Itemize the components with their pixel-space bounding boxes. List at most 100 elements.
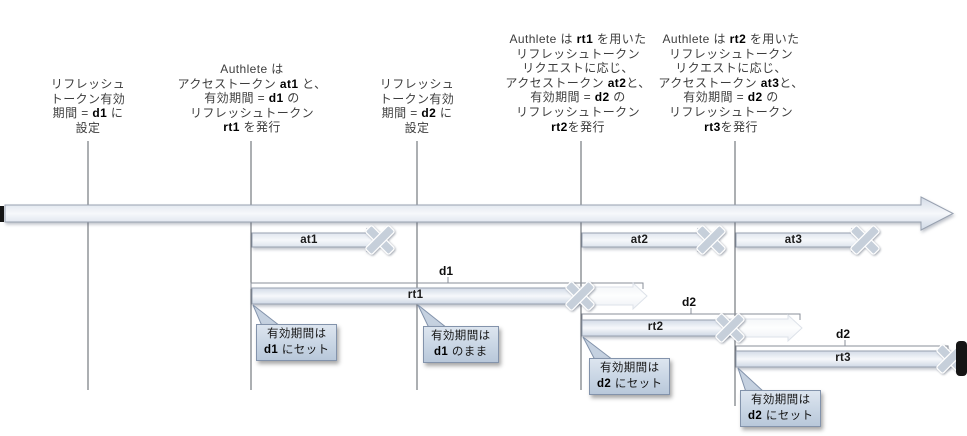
text-line: アクセストークン at3と、 <box>658 76 803 91</box>
label-text: を発行 <box>720 119 758 134</box>
duration-bracket-rt1 <box>250 277 644 289</box>
token-name: rt2 <box>729 32 747 46</box>
label-text: と、 <box>298 76 327 91</box>
token-name: d2 <box>421 106 437 121</box>
label-text: リフレッシュトークン <box>515 104 640 119</box>
label-text: の <box>609 90 626 105</box>
xmark-arm <box>565 281 595 311</box>
token-name: rt3 <box>704 119 721 134</box>
token-name: d1 <box>92 106 108 121</box>
token-name: at2 <box>607 75 627 90</box>
text-line: 有効期間は <box>431 329 491 345</box>
text-line: 有効期間 = d2 の <box>505 90 650 105</box>
label-text: Authlete は <box>662 32 730 46</box>
text-line: トークン有効 <box>380 92 454 107</box>
label-text: を用いた <box>593 32 647 46</box>
text-line: 有効期間は <box>597 361 662 377</box>
callout-pointer-rt2-set-d2 <box>582 336 615 361</box>
bars-group <box>0 196 955 368</box>
token-name: rt2 <box>551 119 568 134</box>
text-line: 設定 <box>380 121 454 136</box>
xmark-arm <box>850 225 880 255</box>
text-line: リフレッシュ <box>380 77 454 92</box>
text-line: d1 にセット <box>264 343 329 359</box>
text-line: Authlete は <box>178 62 327 77</box>
label-text: 設定 <box>404 120 430 135</box>
text-line: Authlete は rt1 を用いた <box>505 32 650 47</box>
label-text: 有効期間は <box>599 362 660 374</box>
label-text: トークン有効 <box>379 91 455 106</box>
label-text: を用いた <box>746 32 800 46</box>
right-edge-fragment <box>956 341 967 376</box>
label-text: 有効期間 = <box>683 90 748 105</box>
text-line: d2 にセット <box>748 409 813 425</box>
text-line: rt1 を発行 <box>178 120 327 135</box>
text-line: 期間 = d1 に <box>51 106 125 121</box>
xmark-arm <box>365 225 395 255</box>
label-text: リフレッシュ <box>379 77 455 91</box>
text-line: アクセストークン at1 と、 <box>178 77 327 92</box>
token-name: d2 <box>597 377 612 390</box>
rt2-bar-label: rt2 <box>647 321 664 333</box>
label-text: に <box>107 106 124 121</box>
text-line: リフレッシュトークン <box>178 106 327 121</box>
label-text: にセット <box>611 377 663 390</box>
label-text: 有効期間 = <box>204 91 269 106</box>
annotation-issue-at3-rt3: Authlete は rt2 を用いたリフレッシュトークンリクエストに応じ、アク… <box>658 32 803 134</box>
callout-pointer-rt3-set-d2 <box>737 367 766 393</box>
duration-bracket-rt3 <box>735 340 949 352</box>
label-text: トークン有効 <box>50 91 126 106</box>
token-name: d1 <box>433 345 449 358</box>
callout-pointer-rt1-set-d1 <box>252 304 282 327</box>
xmark-at2 <box>696 225 726 255</box>
left-edge-fragment <box>0 206 4 222</box>
text-line: リフレッシュトークン <box>658 105 803 120</box>
text-line: 有効期間 = d1 の <box>178 91 327 106</box>
token-name: d1 <box>264 343 279 356</box>
token-name: at1 <box>279 76 299 91</box>
annotation-issue-at2-rt2: Authlete は rt1 を用いたリフレッシュトークンリクエストに応じ、アク… <box>505 32 650 134</box>
text-line: リフレッシュトークン <box>505 47 650 62</box>
label-text: アクセストークン <box>505 75 608 90</box>
label-text: Authlete は <box>509 32 577 46</box>
label-text: の <box>762 90 779 105</box>
xmark-rt2 <box>715 313 745 343</box>
text-line: d1 のまま <box>431 345 491 361</box>
label-text: リフレッシュトークン <box>189 105 315 120</box>
label-text: リフレッシュトークン <box>515 46 640 61</box>
annotation-issue-at1-rt1: Authlete はアクセストークン at1 と、有効期間 = d1 のリフレッ… <box>178 62 327 135</box>
xmark-rt1 <box>565 281 595 311</box>
xmark-at1 <box>365 225 395 255</box>
xmark-arm <box>696 225 726 255</box>
text-line: アクセストークン at2と、 <box>505 76 650 91</box>
timeline-arrow <box>4 196 955 231</box>
text-line: リフレッシュトークン <box>658 47 803 62</box>
at2-bar-label: at2 <box>630 234 649 246</box>
label-text: リフレッシュ <box>50 77 126 91</box>
label-text: Authlete は <box>220 62 284 76</box>
annotation-set-d2: リフレッシュトークン有効期間 = d2 に設定 <box>380 77 454 135</box>
label-text: と、 <box>626 75 651 90</box>
text-line: 有効期間は <box>748 393 813 409</box>
label-text: に <box>436 106 453 121</box>
label-text: リクエストに応じ、 <box>522 61 634 76</box>
at1-bar-label: at1 <box>300 234 318 246</box>
callout-pointers-group <box>252 304 766 393</box>
text-line: リクエストに応じ、 <box>505 61 650 76</box>
callout-pointer-rt1-keep-d1 <box>417 304 449 329</box>
rt1-bar-label: rt1 <box>407 289 424 301</box>
token-name: d1 <box>268 91 284 106</box>
text-line: d2 にセット <box>597 377 662 393</box>
rt3-bar-label: rt3 <box>835 352 851 364</box>
xmark-at3 <box>850 225 880 255</box>
label-text: の <box>283 91 300 106</box>
duration-label-rt3: d2 <box>835 327 851 341</box>
label-text: アクセストークン <box>658 75 761 90</box>
token-name: d2 <box>594 90 610 105</box>
label-text: を発行 <box>567 119 605 134</box>
label-text: 期間 = <box>52 106 93 121</box>
text-line: Authlete は rt2 を用いた <box>658 32 803 47</box>
